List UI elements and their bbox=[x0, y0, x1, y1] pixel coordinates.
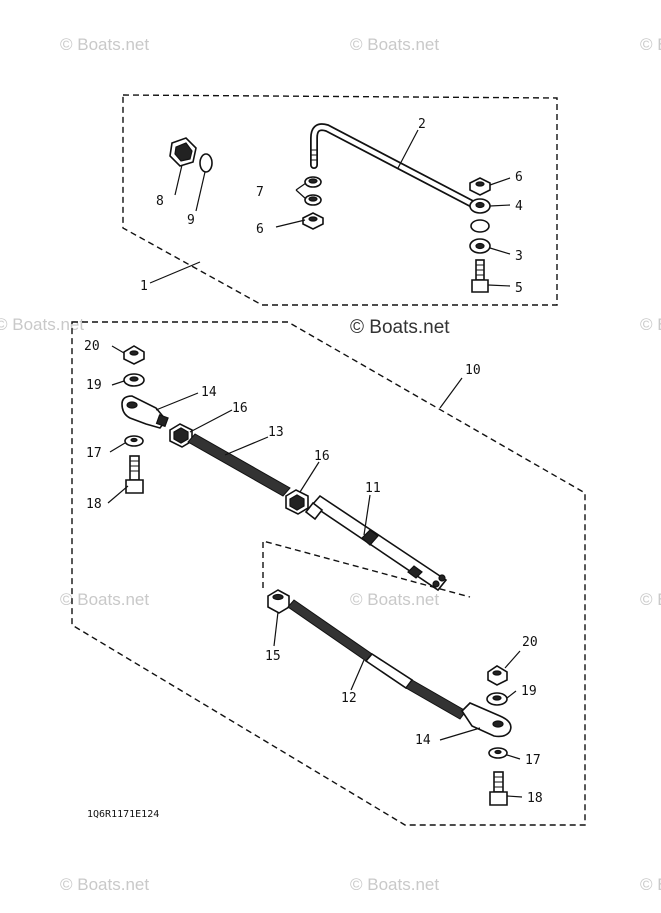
watermark-text: © Boats.net bbox=[350, 875, 439, 894]
callout-11: 11 bbox=[365, 481, 381, 496]
callout-18-left: 18 bbox=[86, 497, 102, 512]
callout-labels: 1 2 3 4 5 6 6 7 8 9 10 11 12 13 14 14 15… bbox=[84, 117, 543, 806]
bolt-18-right-icon bbox=[489, 771, 508, 806]
callout-17-right: 17 bbox=[525, 753, 541, 768]
callout-20-left: 20 bbox=[84, 339, 100, 354]
callout-14-right: 14 bbox=[415, 733, 431, 748]
o-ring-9-icon bbox=[199, 153, 213, 173]
callout-14-left: 14 bbox=[201, 385, 217, 400]
watermark-text: © Boats.net bbox=[60, 875, 149, 894]
callout-19-left: 19 bbox=[86, 378, 102, 393]
threaded-rod-12-icon bbox=[287, 599, 467, 720]
nut-16-left-icon bbox=[169, 423, 193, 448]
callout-13: 13 bbox=[268, 425, 284, 440]
callout-8: 8 bbox=[156, 194, 164, 209]
callout-9: 9 bbox=[187, 213, 195, 228]
callout-16-left: 16 bbox=[232, 401, 248, 416]
threaded-rod-13-icon bbox=[187, 433, 291, 497]
watermark-layer: © Boats.net © Boats.net © Boats.net © Bo… bbox=[0, 35, 661, 894]
washer-17-left-icon bbox=[124, 435, 144, 447]
callout-6-right: 6 bbox=[515, 170, 523, 185]
watermark-text: © Boats.net bbox=[350, 35, 439, 54]
nut-6-left-icon bbox=[302, 212, 324, 230]
watermark-text: © Boats.net bbox=[640, 315, 661, 334]
callout-7: 7 bbox=[256, 185, 264, 200]
callout-3: 3 bbox=[515, 249, 523, 264]
tube-11-icon bbox=[304, 494, 448, 592]
callout-16-right: 16 bbox=[314, 449, 330, 464]
nut-15-icon bbox=[267, 589, 290, 614]
callout-19-right: 19 bbox=[521, 684, 537, 699]
assembly-10-boundary bbox=[71, 321, 586, 826]
washer-19-left-icon bbox=[123, 373, 145, 387]
diagram-code: 1Q6R1171E124 bbox=[87, 809, 159, 820]
washer-7-icon bbox=[304, 176, 322, 206]
callout-20-right: 20 bbox=[522, 635, 538, 650]
callout-17-left: 17 bbox=[86, 446, 102, 461]
link-rod-2-icon bbox=[310, 123, 484, 212]
watermark-text: © Boats.net bbox=[640, 35, 661, 54]
watermark-text-center: © Boats.net bbox=[350, 317, 450, 338]
ball-joint-14-left-icon bbox=[121, 395, 169, 429]
bolt-18-left-icon bbox=[125, 455, 144, 494]
nut-6-right-icon bbox=[469, 177, 491, 196]
assembly-1-boundary bbox=[122, 94, 558, 306]
ball-joint-14-right-icon bbox=[460, 702, 512, 738]
rod-group-bracket bbox=[262, 540, 471, 598]
callout-15: 15 bbox=[265, 649, 281, 664]
nut-16-right-icon bbox=[285, 489, 309, 515]
watermark-text: © Boats.net bbox=[60, 590, 149, 609]
washer-19-right-icon bbox=[486, 692, 508, 706]
callout-10: 10 bbox=[465, 363, 481, 378]
nut-8-icon bbox=[169, 137, 197, 167]
nut-20-right-icon bbox=[487, 665, 508, 686]
callout-18-right: 18 bbox=[527, 791, 543, 806]
watermark-text: © Boats.net bbox=[640, 590, 661, 609]
callout-5: 5 bbox=[515, 281, 523, 296]
callout-12: 12 bbox=[341, 691, 357, 706]
watermark-text: © Boats.net bbox=[60, 35, 149, 54]
collar-4-icon bbox=[469, 198, 491, 214]
watermark-text: © Boats.net bbox=[0, 315, 84, 334]
bolt-5-icon bbox=[471, 259, 489, 293]
callout-4: 4 bbox=[515, 199, 523, 214]
watermark-text: © Boats.net bbox=[640, 875, 661, 894]
washer-17-right-icon bbox=[488, 747, 508, 759]
callout-1: 1 bbox=[140, 279, 148, 294]
callout-2: 2 bbox=[418, 117, 426, 132]
bushing-3-icon bbox=[469, 219, 491, 254]
watermark-text: © Boats.net bbox=[350, 590, 439, 609]
nut-20-left-icon bbox=[123, 345, 145, 365]
leader-lines bbox=[107, 129, 523, 798]
callout-6-left: 6 bbox=[256, 222, 264, 237]
